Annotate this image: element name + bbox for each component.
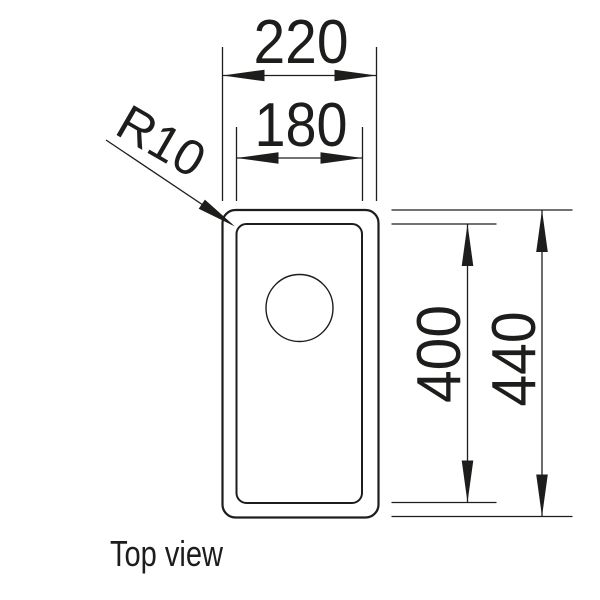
arrow-left (236, 152, 279, 164)
sink-outline (221, 208, 380, 519)
dim-outer-length-label: 440 (480, 312, 549, 407)
drain-hole (265, 273, 334, 343)
dim-inner-width: 180 (235, 91, 364, 201)
arrow-right (334, 69, 377, 82)
dim-inner-length-label: 400 (405, 305, 474, 403)
dim-corner-radius-label: R10 (108, 94, 215, 188)
arrow-down (536, 474, 548, 517)
arrow-up (461, 224, 474, 266)
sink-bowl-edge (235, 223, 363, 504)
dim-outer-width: 220 (221, 8, 378, 201)
arrow-left (222, 69, 265, 82)
dim-inner-length: 400 (391, 223, 497, 504)
dim-outer-width-label: 220 (254, 8, 349, 77)
arrow-down (461, 460, 474, 503)
dim-inner-width-label: 180 (255, 91, 348, 160)
leader-arrow (198, 199, 235, 227)
dim-corner-radius: R10 (105, 94, 235, 227)
sink-outer-edge (221, 208, 380, 519)
arrow-up (536, 210, 548, 252)
dim-outer-length: 440 (391, 209, 573, 518)
arrow-right (320, 152, 363, 164)
view-caption: Top view (110, 533, 224, 574)
